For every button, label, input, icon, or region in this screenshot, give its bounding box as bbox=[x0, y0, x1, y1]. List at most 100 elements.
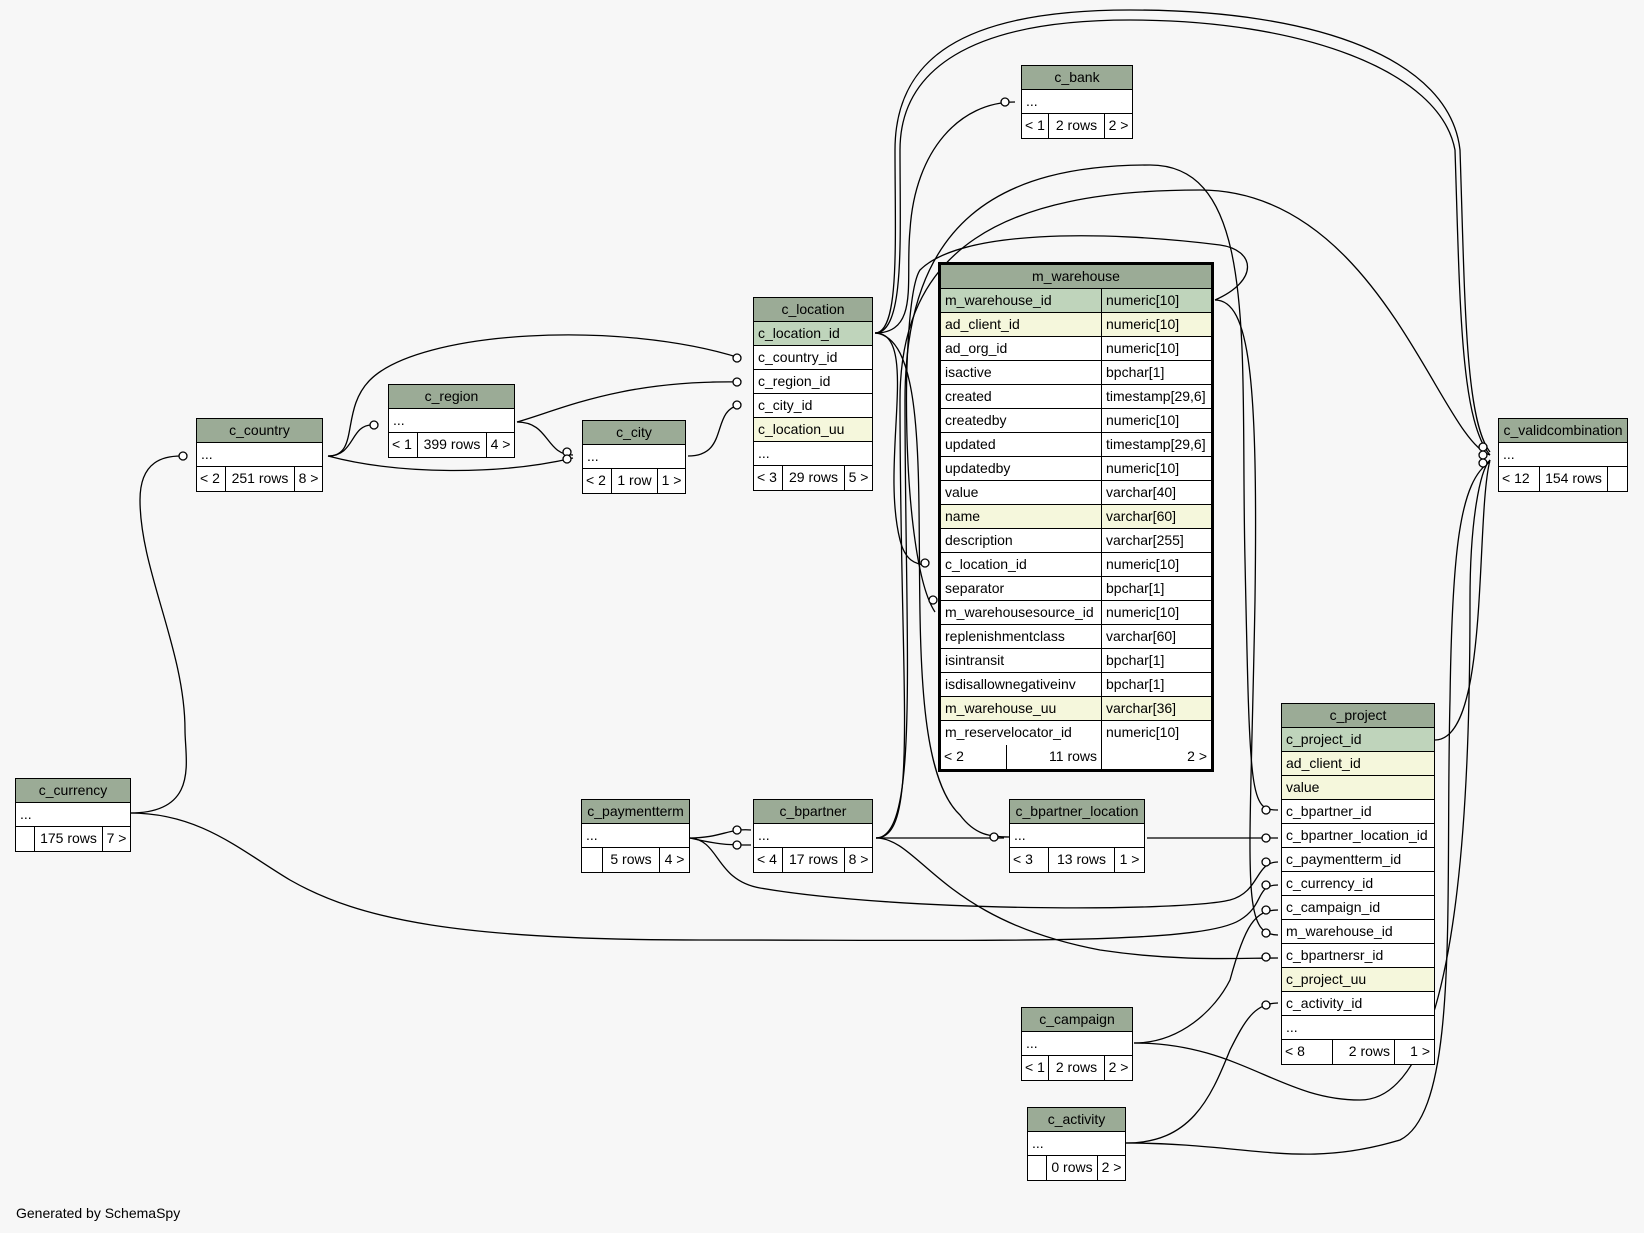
column-name: ... bbox=[1014, 827, 1026, 843]
column-name[interactable]: c_campaign_id bbox=[1286, 899, 1381, 915]
column-type: bpchar[1] bbox=[1101, 361, 1211, 384]
children-count[interactable]: 1 > bbox=[657, 469, 685, 493]
edge-validcomb-bpartner bbox=[875, 189, 1491, 839]
parents-count[interactable]: < 1 bbox=[392, 436, 412, 452]
parents-count[interactable] bbox=[1028, 1156, 1046, 1180]
column-name[interactable]: value bbox=[1286, 779, 1320, 795]
children-count[interactable]: 2 > bbox=[1104, 1056, 1132, 1080]
children-count[interactable]: 2 > bbox=[1097, 1156, 1125, 1180]
children-count[interactable]: 4 > bbox=[659, 848, 689, 872]
parents-count[interactable]: < 1 bbox=[1025, 117, 1045, 133]
parents-count[interactable] bbox=[582, 848, 602, 872]
parents-count[interactable]: < 3 bbox=[757, 469, 777, 485]
column-name: ... bbox=[1032, 1135, 1044, 1151]
column-name: ... bbox=[758, 827, 770, 843]
column-name[interactable]: ad_client_id bbox=[1286, 755, 1361, 771]
table-title: c_campaign bbox=[1022, 1008, 1132, 1032]
column-name: ... bbox=[586, 827, 598, 843]
edge-city-country bbox=[327, 455, 574, 472]
table-c_activity[interactable]: c_activity ... 0 rows 2 > bbox=[1027, 1107, 1126, 1181]
children-count[interactable]: 2 > bbox=[1104, 114, 1132, 138]
table-title: c_location bbox=[754, 298, 872, 322]
column-name[interactable]: c_currency_id bbox=[1286, 875, 1374, 891]
children-count[interactable]: 8 > bbox=[844, 848, 872, 872]
column-type: bpchar[1] bbox=[1101, 649, 1211, 672]
column-name[interactable]: c_location_id bbox=[758, 325, 840, 341]
table-c_location[interactable]: c_location c_location_id c_country_id c_… bbox=[753, 297, 873, 491]
children-count[interactable]: 2 > bbox=[1101, 745, 1211, 769]
table-c_validcombination[interactable]: c_validcombination ... < 12 154 rows bbox=[1498, 418, 1628, 492]
table-c_campaign[interactable]: c_campaign ... < 1 2 rows 2 > bbox=[1021, 1007, 1133, 1081]
children-count[interactable]: 7 > bbox=[102, 827, 130, 851]
column-name: description bbox=[945, 532, 1013, 548]
parents-count[interactable]: < 12 bbox=[1502, 470, 1530, 486]
parents-count[interactable]: < 1 bbox=[1025, 1059, 1045, 1075]
table-c_region[interactable]: c_region ... < 1 399 rows 4 > bbox=[388, 384, 515, 458]
table-c_bpartner[interactable]: c_bpartner ... < 4 17 rows 8 > bbox=[753, 799, 873, 873]
column-name[interactable]: m_warehouse_id bbox=[1286, 923, 1393, 939]
row-count: 29 rows bbox=[782, 466, 844, 490]
table-c_paymentterm[interactable]: c_paymentterm ... 5 rows 4 > bbox=[581, 799, 690, 873]
table-c_project[interactable]: c_project c_project_id ad_client_id valu… bbox=[1281, 703, 1435, 1065]
edge-warehouse-self bbox=[905, 235, 1248, 613]
column-name[interactable]: c_project_uu bbox=[1286, 971, 1367, 987]
table-c_country[interactable]: c_country ... < 2 251 rows 8 > bbox=[196, 418, 323, 492]
column-name: name bbox=[945, 508, 981, 524]
row-count: 5 rows bbox=[602, 848, 659, 872]
column-name: ad_org_id bbox=[945, 340, 1008, 356]
parents-count[interactable]: < 2 bbox=[200, 470, 220, 486]
column-name[interactable]: c_country_id bbox=[758, 349, 838, 365]
row-count: 17 rows bbox=[782, 848, 844, 872]
column-name[interactable]: c_location_uu bbox=[758, 421, 845, 437]
column-name[interactable]: c_project_id bbox=[1286, 731, 1362, 747]
column-name[interactable]: c_bpartner_location_id bbox=[1286, 827, 1428, 843]
children-count[interactable]: 4 > bbox=[486, 433, 514, 457]
column-name[interactable]: c_bpartner_id bbox=[1286, 803, 1372, 819]
parents-count[interactable]: < 4 bbox=[757, 851, 777, 867]
children-count[interactable]: 5 > bbox=[844, 466, 872, 490]
table-c_bpartner_location[interactable]: c_bpartner_location ... < 3 13 rows 1 > bbox=[1009, 799, 1145, 873]
parents-count[interactable]: < 3 bbox=[1013, 851, 1033, 867]
children-count[interactable] bbox=[1607, 467, 1627, 491]
table-c_currency[interactable]: c_currency ... 175 rows 7 > bbox=[15, 778, 131, 852]
column-name[interactable]: c_city_id bbox=[758, 397, 813, 413]
column-name[interactable]: c_activity_id bbox=[1286, 995, 1363, 1011]
edge-project-activity bbox=[1125, 1002, 1279, 1144]
children-count[interactable]: 8 > bbox=[294, 467, 322, 491]
parents-count[interactable] bbox=[16, 827, 34, 851]
row-count: 2 rows bbox=[1048, 1056, 1104, 1080]
parents-count[interactable]: < 8 bbox=[1285, 1043, 1305, 1059]
column-type: varchar[40] bbox=[1101, 481, 1211, 504]
column-name[interactable]: c_region_id bbox=[758, 373, 831, 389]
parents-count[interactable]: < 2 bbox=[944, 748, 964, 764]
children-count[interactable]: 1 > bbox=[1394, 1040, 1434, 1064]
column-type: numeric[10] bbox=[1101, 313, 1211, 336]
table-c_city[interactable]: c_city ... < 2 1 row 1 > bbox=[582, 420, 686, 494]
column-name[interactable]: c_paymentterm_id bbox=[1286, 851, 1402, 867]
children-count[interactable]: 1 > bbox=[1114, 848, 1144, 872]
table-c_bank[interactable]: c_bank ... < 1 2 rows 2 > bbox=[1021, 65, 1133, 139]
column-name[interactable]: c_bpartnersr_id bbox=[1286, 947, 1384, 963]
parents-count[interactable]: < 2 bbox=[586, 472, 606, 488]
